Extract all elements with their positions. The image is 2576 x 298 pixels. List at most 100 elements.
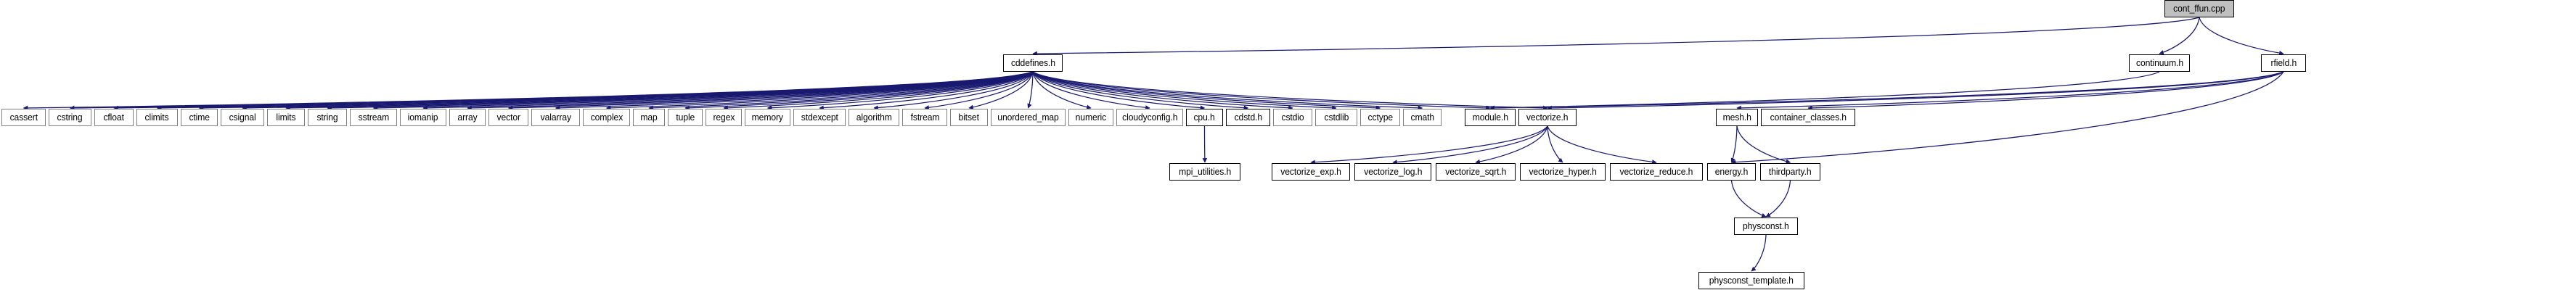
graph-node-ctime[interactable]: ctime: [181, 109, 218, 126]
graph-node-label: cstdio: [1281, 112, 1304, 123]
graph-node-label: cddefines.h: [1010, 57, 1055, 68]
graph-node-cstring[interactable]: cstring: [49, 109, 91, 126]
graph-node-thirdparty[interactable]: thirdparty.h: [1760, 163, 1820, 181]
graph-node-label: map: [640, 112, 658, 123]
graph-node-label: rfield.h: [2270, 57, 2297, 68]
graph-node-module[interactable]: module.h: [1465, 109, 1516, 126]
graph-edge-cddefines-to-cmath: [1032, 71, 1423, 111]
graph-edge-rfield-to-vectorize: [1547, 71, 2284, 111]
graph-edge-cddefines-to-limits: [285, 71, 1034, 111]
graph-edge-cddefines-to-cstdlib: [1032, 71, 1337, 110]
graph-edge-cpu-to-mpi_utilities: [1202, 125, 1208, 163]
graph-node-cpu[interactable]: cpu.h: [1186, 109, 1223, 126]
graph-node-label: cassert: [9, 112, 38, 123]
graph-edge-cddefines-to-memory: [766, 71, 1034, 110]
graph-node-label: vectorize_reduce.h: [1619, 166, 1693, 177]
graph-node-iomanip[interactable]: iomanip: [400, 109, 446, 126]
graph-edge-continuum-to-module: [1489, 71, 2160, 111]
graph-edge-mesh-to-energy: [1730, 125, 1738, 163]
graph-node-container_classes[interactable]: container_classes.h: [1761, 109, 1855, 126]
graph-node-complex[interactable]: complex: [583, 109, 630, 126]
graph-node-vectorize_log[interactable]: vectorize_log.h: [1354, 163, 1431, 181]
graph-node-cloudyconfig[interactable]: cloudyconfig.h: [1116, 109, 1183, 126]
graph-node-vectorize_sqrt[interactable]: vectorize_sqrt.h: [1436, 163, 1516, 181]
graph-node-array[interactable]: array: [449, 109, 486, 126]
graph-node-label: cfloat: [103, 112, 125, 123]
graph-node-label: cmath: [1410, 112, 1434, 123]
graph-edge-vectorize-to-vectorize_hyper: [1547, 125, 1563, 163]
graph-node-cassert[interactable]: cassert: [1, 109, 46, 126]
graph-edge-cddefines-to-regex: [723, 71, 1034, 111]
graph-node-stdexcept[interactable]: stdexcept: [793, 109, 846, 126]
graph-edge-cddefines-to-cpu: [1032, 71, 1206, 110]
graph-node-cctype[interactable]: cctype: [1360, 109, 1400, 126]
graph-edge-cddefines-to-cassert: [23, 71, 1034, 111]
graph-node-mesh[interactable]: mesh.h: [1716, 109, 1758, 126]
graph-node-label: cctype: [1367, 112, 1393, 123]
graph-node-physconst[interactable]: physconst.h: [1734, 218, 1798, 235]
graph-node-cddefines[interactable]: cddefines.h: [1003, 54, 1063, 72]
graph-node-label: bitset: [958, 112, 980, 123]
graph-node-sstream[interactable]: sstream: [350, 109, 397, 126]
graph-edge-vectorize-to-vectorize_exp: [1310, 125, 1548, 165]
graph-node-label: mpi_utilities.h: [1178, 166, 1231, 177]
graph-edge-cddefines-to-tuple: [684, 71, 1034, 111]
graph-edge-mesh-to-thirdparty: [1736, 125, 1791, 164]
graph-edge-rfield-to-mesh: [1736, 71, 2284, 111]
graph-node-unordered_map[interactable]: unordered_map: [991, 109, 1066, 126]
graph-node-vectorize_exp[interactable]: vectorize_exp.h: [1272, 163, 1350, 181]
graph-node-string[interactable]: string: [308, 109, 347, 126]
graph-edge-cddefines-to-array: [467, 71, 1034, 111]
graph-node-label: continuum.h: [2135, 57, 2183, 68]
graph-node-label: memory: [751, 112, 784, 123]
graph-node-label: physconst.h: [1743, 220, 1789, 231]
graph-node-regex[interactable]: regex: [706, 109, 742, 126]
graph-node-vectorize_reduce[interactable]: vectorize_reduce.h: [1610, 163, 1703, 181]
graph-node-label: cstring: [57, 112, 83, 123]
graph-node-cstdio[interactable]: cstdio: [1273, 109, 1312, 126]
graph-node-label: valarray: [540, 112, 571, 123]
graph-edge-rfield-to-module: [1489, 71, 2284, 111]
graph-node-label: limits: [276, 112, 296, 123]
graph-node-continuum[interactable]: continuum.h: [2129, 54, 2190, 72]
graph-node-cstdlib[interactable]: cstdlib: [1315, 109, 1357, 126]
graph-edge-cddefines-to-cdstd: [1032, 71, 1249, 110]
graph-edge-rfield-to-container_classes: [1807, 71, 2284, 111]
edge-layer: [23, 17, 2284, 272]
graph-node-tuple[interactable]: tuple: [668, 109, 703, 126]
graph-node-map[interactable]: map: [633, 109, 665, 126]
graph-node-valarray[interactable]: valarray: [531, 109, 580, 126]
graph-node-label: complex: [590, 112, 623, 123]
graph-node-label: vectorize_log.h: [1363, 166, 1423, 177]
graph-node-vector[interactable]: vector: [488, 109, 528, 126]
graph-edge-cddefines-to-vector: [507, 71, 1034, 111]
graph-node-rfield[interactable]: rfield.h: [2261, 54, 2306, 72]
graph-node-mpi_utilities[interactable]: mpi_utilities.h: [1169, 163, 1240, 181]
graph-edge-cddefines-to-cstring: [69, 71, 1034, 111]
graph-node-csignal[interactable]: csignal: [221, 109, 264, 126]
graph-node-limits[interactable]: limits: [267, 109, 305, 126]
graph-node-cont_ffun[interactable]: cont_ffun.cpp: [2164, 0, 2234, 17]
graph-node-energy[interactable]: energy.h: [1707, 163, 1756, 181]
graph-node-algorithm[interactable]: algorithm: [849, 109, 899, 126]
graph-node-cmath[interactable]: cmath: [1403, 109, 1442, 126]
graph-node-label: tuple: [676, 112, 695, 123]
graph-node-climits[interactable]: climits: [136, 109, 178, 126]
graph-node-vectorize[interactable]: vectorize.h: [1518, 109, 1577, 126]
graph-node-memory[interactable]: memory: [745, 109, 790, 126]
graph-node-fstream[interactable]: fstream: [902, 109, 947, 126]
graph-edge-cont_ffun-to-continuum: [2159, 17, 2200, 55]
graph-edge-cddefines-to-cctype: [1032, 71, 1381, 111]
graph-node-label: csignal: [229, 112, 256, 123]
graph-node-cfloat[interactable]: cfloat: [94, 109, 134, 126]
graph-node-label: vectorize_hyper.h: [1529, 166, 1597, 177]
graph-edge-energy-to-physconst: [1730, 180, 1767, 218]
graph-edge-vectorize-to-vectorize_log: [1392, 125, 1548, 165]
graph-node-cdstd[interactable]: cdstd.h: [1226, 109, 1270, 126]
graph-edge-vectorize-to-vectorize_sqrt: [1475, 125, 1548, 165]
graph-node-bitset[interactable]: bitset: [950, 109, 988, 126]
graph-node-vectorize_hyper[interactable]: vectorize_hyper.h: [1520, 163, 1606, 181]
graph-node-numeric[interactable]: numeric: [1068, 109, 1113, 126]
graph-node-physconst_template[interactable]: physconst_template.h: [1698, 272, 1804, 289]
